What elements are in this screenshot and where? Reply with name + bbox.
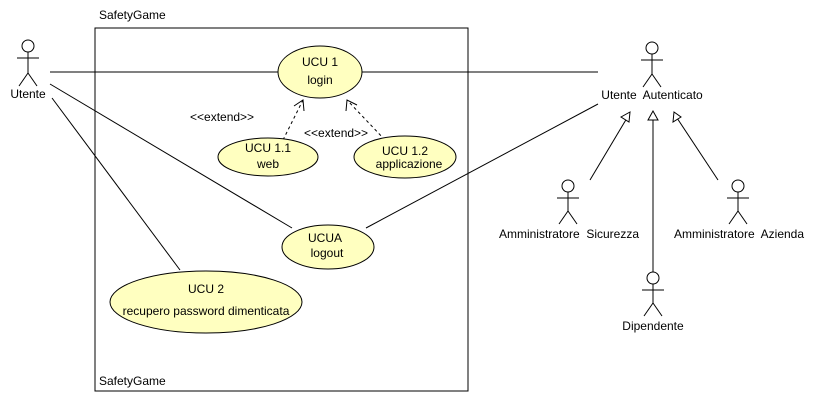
system-name-bottom: SafetyGame	[99, 374, 166, 388]
extend-arrow-web	[293, 99, 305, 112]
generalization-azienda	[676, 117, 719, 181]
ucu2-name: recupero password dimenticata	[123, 304, 290, 318]
actor-dipendente[interactable]: Dipendente	[622, 271, 684, 333]
actor-amministratore-sicurezza[interactable]: Amministratore Sicurezza	[499, 179, 639, 241]
stick-figure-icon	[17, 39, 39, 87]
extend-web-login	[282, 99, 304, 141]
ucu1-2-id: UCU 1.2	[382, 144, 428, 158]
ucu1-name: login	[307, 73, 332, 87]
use-case-ucu2[interactable]: UCU 2 recupero password dimenticata	[109, 270, 303, 334]
generalization-head-azienda	[672, 111, 682, 123]
actor-utente-autenticato-label: Utente Autenticato	[601, 88, 703, 102]
stick-figure-icon	[557, 179, 579, 225]
actor-dipendente-label: Dipendente	[622, 319, 684, 333]
stick-figure-icon	[641, 41, 663, 88]
association-utente-logout	[49, 83, 293, 229]
use-case-ucua[interactable]: UCUA logout	[281, 224, 375, 270]
stick-figure-icon	[727, 179, 749, 225]
extend-label-2: <<extend>>	[304, 126, 368, 140]
actor-utente[interactable]: Utente	[10, 39, 46, 101]
system-name: SafetyGame	[99, 8, 166, 22]
generalization-head-dipendente	[647, 109, 659, 121]
extend-label-1: <<extend>>	[190, 110, 254, 124]
actor-amministratore-azienda[interactable]: Amministratore Azienda	[674, 179, 804, 241]
system-boundary	[94, 27, 469, 392]
actor-amministratore-sicurezza-label: Amministratore Sicurezza	[499, 227, 639, 241]
ucu1-1-id: UCU 1.1	[245, 141, 291, 155]
ucu2-id: UCU 2	[188, 282, 224, 296]
use-case-ucu1-1[interactable]: UCU 1.1 web	[217, 137, 319, 177]
ucu1-1-name: web	[256, 157, 279, 171]
ucua-name: logout	[311, 246, 344, 260]
association-utente-recupero	[51, 97, 181, 271]
ucua-id: UCUA	[308, 231, 342, 245]
generalization-sicurezza	[589, 117, 628, 181]
actor-utente-autenticato[interactable]: Utente Autenticato	[601, 41, 703, 102]
generalization-head-sicurezza	[620, 111, 631, 123]
use-case-ucu1[interactable]: UCU 1 login	[277, 45, 363, 99]
ucu1-id: UCU 1	[302, 55, 338, 69]
extend-arrow-applicazione	[345, 99, 358, 112]
association-logout-utente-autenticato	[365, 103, 599, 229]
ucu1-2-name: applicazione	[376, 157, 443, 171]
actor-amministratore-azienda-label: Amministratore Azienda	[674, 227, 804, 241]
stick-figure-icon	[642, 271, 664, 317]
actor-utente-label: Utente	[10, 87, 46, 101]
use-case-ucu1-2[interactable]: UCU 1.2 applicazione	[353, 135, 457, 179]
